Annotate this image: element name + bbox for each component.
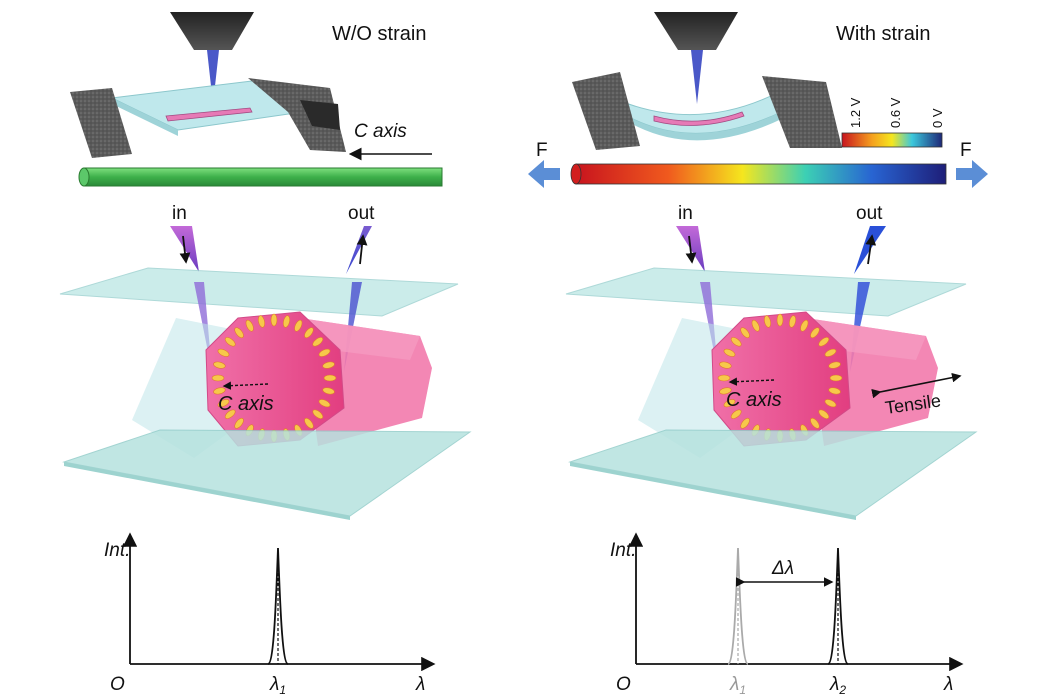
glass-bottom-right [568,429,978,517]
resonator-mode [810,417,820,429]
c-axis-dashed-right [728,377,775,386]
resonator-mode [829,374,843,382]
resonator-mode [318,399,331,408]
in-label-left: in [172,203,187,224]
resonator-mode [318,348,331,357]
resonator-mode [245,319,254,332]
resonator-mode [224,409,236,419]
resonator-mode [234,327,244,339]
x-axis-label-right: λ [943,674,953,695]
beam-out-left [346,226,372,274]
glass-top-right [565,267,967,317]
beam-in-arrow-left [179,235,191,264]
left-title: W/O strain [332,23,426,45]
resonator-mode [304,417,314,429]
resonator-mode [740,327,750,339]
in-label-right: in [678,203,693,224]
out-label-left: out [348,203,375,224]
resonator-mode [828,387,841,395]
spectrum-left [122,532,436,672]
resonator-mode [224,337,236,347]
resonator-mode [719,361,732,369]
resonator-mode [304,327,314,339]
c-axis-mid-label-right: C axis [726,389,782,411]
beam-out-arrow-left [356,234,368,265]
beam-in-arrow-right [685,235,697,264]
resonator-mode [312,337,324,347]
resonator-mode [294,319,303,332]
resonator-mode [312,409,324,419]
resonator-mode [800,319,809,332]
origin-label-left: O [110,674,125,695]
c-axis-top-label: C axis [354,121,407,142]
resonator-mode [818,409,830,419]
right-panel: With strain 1.2 V 0.6 V 0 V F F [528,12,988,697]
force-label-right: F [960,140,972,161]
spectrum-right [628,532,964,672]
force-arrow-left [528,160,560,188]
resonator-mode [723,399,736,408]
resonator-mode [776,313,784,327]
resonator-mode [270,313,278,327]
resonator-mode [282,315,291,328]
resonator-mode [788,315,797,328]
scale-tick-2: 0.6 V [888,97,903,128]
scale-tick-3: 0 V [930,108,945,128]
resonator-mode [257,315,266,328]
resonator-mode [730,337,742,347]
resonator-mode [810,327,820,339]
force-label-left: F [536,140,548,161]
resonator-mode [828,361,841,369]
resonator-mode [217,399,230,408]
resonator-mode [719,387,732,395]
beam-out-arrow-right [865,234,877,265]
resonator-mode [717,374,731,382]
tensile-arrow [871,372,962,399]
int-label-right: Int. [610,540,636,561]
substrate-right [572,72,842,150]
x-axis-label-left: λ [415,674,425,695]
glass-top-left [59,267,459,317]
scale-tick-1: 1.2 V [848,97,863,128]
out-label-right: out [856,203,883,224]
delta-label: Δλ [771,558,794,579]
resonator-mode [322,361,335,369]
voltage-scale [841,132,943,148]
peak-label-left: λ1 [269,674,286,697]
peak2-label-right: λ2 [829,674,846,697]
resonator-mode [723,348,736,357]
resonator-mode [763,315,772,328]
crystal-left [205,311,432,447]
int-label-left: Int. [104,540,130,561]
c-axis-mid-label-left: C axis [218,393,274,415]
resonator-mode [213,361,226,369]
resonator-mode [824,348,837,357]
resonator-mode [234,417,244,429]
resonator-mode [322,387,335,395]
origin-label-right: O [616,674,631,695]
afm-tip-right [654,12,738,104]
resonator-mode [740,417,750,429]
afm-tip-left [170,12,254,104]
substrate-left [70,78,346,158]
nanowire-green [78,167,443,187]
force-arrow-right [956,160,988,188]
c-axis-dashed-left [222,381,269,390]
nanowire-rainbow [570,163,947,185]
resonator-mode [751,319,760,332]
resonator-mode [824,399,837,408]
resonator-mode [217,348,230,357]
resonator-mode [730,409,742,419]
left-panel: C axis W/O strain in out C axis [59,12,472,697]
peak1-label-right: λ1 [729,674,746,697]
resonator-mode [323,374,337,382]
resonator-mode [818,337,830,347]
resonator-mode [211,374,225,382]
right-title: With strain [836,23,930,45]
